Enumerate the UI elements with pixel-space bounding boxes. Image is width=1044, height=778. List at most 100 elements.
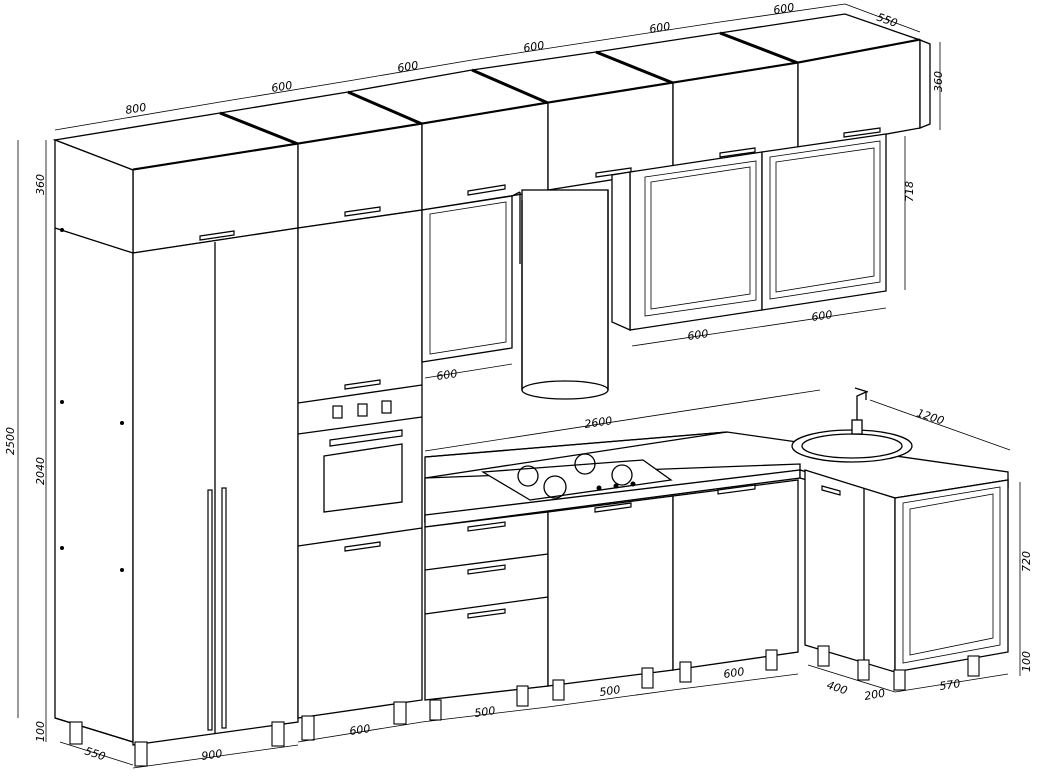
hood-cab-side [511,191,521,197]
oven-knob [332,405,343,419]
counter-edge [424,431,728,479]
leg [516,685,529,707]
top-divider-5 [719,31,799,65]
counter-back-edge [424,431,728,458]
oven-bottom-line [297,527,423,547]
dim-label: 600 [687,327,710,343]
leg [817,645,830,667]
leg [301,715,315,741]
hob-knob [630,481,636,487]
top-divider-2 [347,90,423,126]
dim-col-width [132,744,299,769]
mezz-side [919,39,931,129]
oven-top-line [297,384,423,404]
oven-window [323,443,403,513]
leg [393,701,407,725]
leg [552,679,565,701]
leg [641,667,654,689]
column-base [54,717,134,743]
dim-label: 2500 [4,427,17,455]
hinge-dot [120,568,124,572]
top-divider-4 [595,50,674,85]
glass-frame-2 [769,140,881,300]
dim-label: 100 [1020,651,1033,672]
hood-bottom [521,380,609,400]
dim-depth [59,741,134,766]
upper-cabinets [52,13,931,254]
dim-top-line [54,3,846,131]
corner-front [894,479,1009,673]
hob [480,459,673,501]
hinge-dot [60,400,64,404]
glass-cab-side [611,171,631,332]
dim-label: 600 [723,665,746,681]
dim-label: 570 [939,677,962,693]
dim-corner-left [807,664,896,693]
dim-label: 500 [599,683,622,699]
dim-bottom [297,673,799,743]
faucet-base [851,419,863,435]
dim-label: 720 [1020,551,1033,572]
leg [893,669,906,691]
oven-knob [381,400,392,414]
hinge-dot [60,228,64,232]
hood-cab-frame [429,201,507,355]
leg [857,659,870,681]
corner-frame [902,486,1001,664]
dim-label: 1200 [915,406,946,427]
dim-label: 600 [811,308,834,324]
dim-label: 360 [932,71,945,92]
burner [611,464,633,486]
dim-top-depth [844,3,921,33]
fridge-handle-left [207,489,213,731]
leg [271,721,285,747]
dim-counter [424,389,821,452]
handle [199,230,235,241]
leg [429,699,442,721]
handle [719,147,756,158]
dim-label: 600 [772,1,795,17]
corner-side [804,469,896,673]
dim-label: 2600 [584,414,614,431]
handle [344,206,381,217]
base-cabinets [424,469,1009,721]
fridge-column [54,139,299,767]
hood-area [421,189,609,400]
leg [134,741,148,767]
column-top-seam [54,227,134,254]
dim-label: 100 [34,721,47,742]
handle [467,521,506,532]
leg [69,721,83,745]
leg [765,649,778,671]
dim-glass-width [631,307,887,347]
hinge-dot [120,421,124,425]
handle [843,127,881,138]
top-divider-1 [219,111,299,146]
fridge-handle-right [221,487,227,729]
handle [717,484,756,495]
dim-label: 360 [34,174,47,195]
dim-corner-depth [869,399,1011,451]
corner-panel [909,493,994,656]
hob-knob [613,483,619,489]
countertop [424,387,1009,528]
burner [517,465,539,487]
glass-pane-2 [775,147,875,293]
dimension-labels: 800 600 600 600 600 600 550 360 360 2500… [4,1,1033,764]
glass-frame-1 [644,160,757,317]
dim-label: 200 [863,687,886,703]
handle [344,541,381,552]
base-door-600 [672,479,799,671]
dim-label: 600 [396,59,419,75]
sink-rim [791,429,913,463]
handle [467,608,506,619]
hood-wall-cabinet [421,195,513,363]
oven-panel-line [297,416,423,435]
leg [679,661,692,683]
dim-label: 718 [903,181,916,202]
dim-label: 2040 [34,457,47,485]
dim-label: 600 [522,39,545,55]
dim-label: 600 [270,79,293,95]
drawer-line [424,596,549,615]
